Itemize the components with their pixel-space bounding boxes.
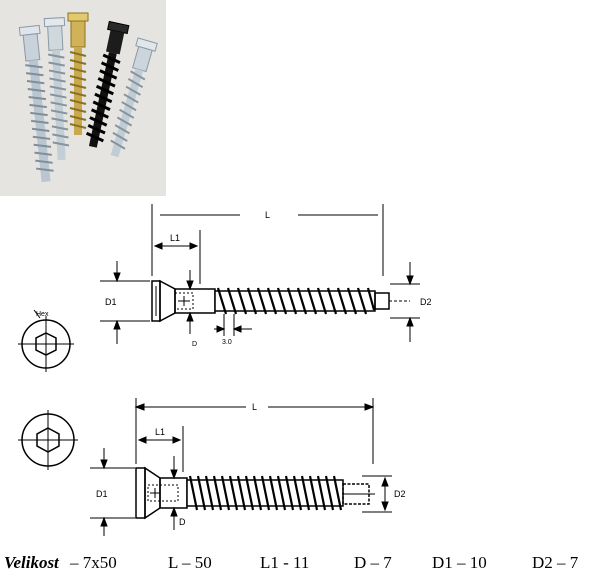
label-D-2: D (179, 517, 186, 527)
drawing-2-labels: L L1 D1 D2 D (96, 402, 406, 527)
screw-1 (18, 24, 54, 183)
label-D: D (192, 341, 197, 348)
caption-D: D – 7 (354, 553, 392, 572)
size-caption: Velikost – 7x50 L – 50 L1 - 11 D – 7 D1 … (4, 553, 601, 579)
screw-2 (43, 17, 70, 161)
caption-title: Velikost (4, 553, 59, 572)
label-D1-2: D1 (96, 489, 108, 499)
technical-drawings: L L1 D1 D2 D 3.0 Hex (0, 196, 601, 548)
label-L1: L1 (170, 233, 180, 243)
drawing-1-labels: L L1 D1 D2 D 3.0 Hex (36, 210, 432, 348)
drawing-2 (18, 398, 392, 536)
screw-3 (67, 12, 89, 135)
label-L: L (265, 210, 270, 220)
caption-L: L – 50 (168, 553, 212, 572)
screw-4 (85, 20, 130, 148)
caption-L1: L1 - 11 (260, 553, 310, 572)
label-hex: Hex (36, 311, 49, 318)
caption-D2: D2 – 7 (532, 553, 579, 572)
label-D1: D1 (105, 297, 117, 307)
caption-D1: D1 – 10 (432, 553, 487, 572)
drawing-1 (18, 204, 420, 372)
screws-photo-illustration (0, 0, 166, 196)
label-D2-2: D2 (394, 489, 406, 499)
caption-size: – 7x50 (70, 553, 117, 572)
label-D2: D2 (420, 297, 432, 307)
label-L1-2: L1 (155, 427, 165, 437)
technical-drawings-svg: L L1 D1 D2 D 3.0 Hex (18, 204, 432, 536)
screws-photo (0, 0, 166, 196)
label-pitch: 3.0 (222, 339, 232, 346)
label-L-2: L (252, 402, 257, 412)
screw-5 (110, 37, 158, 158)
